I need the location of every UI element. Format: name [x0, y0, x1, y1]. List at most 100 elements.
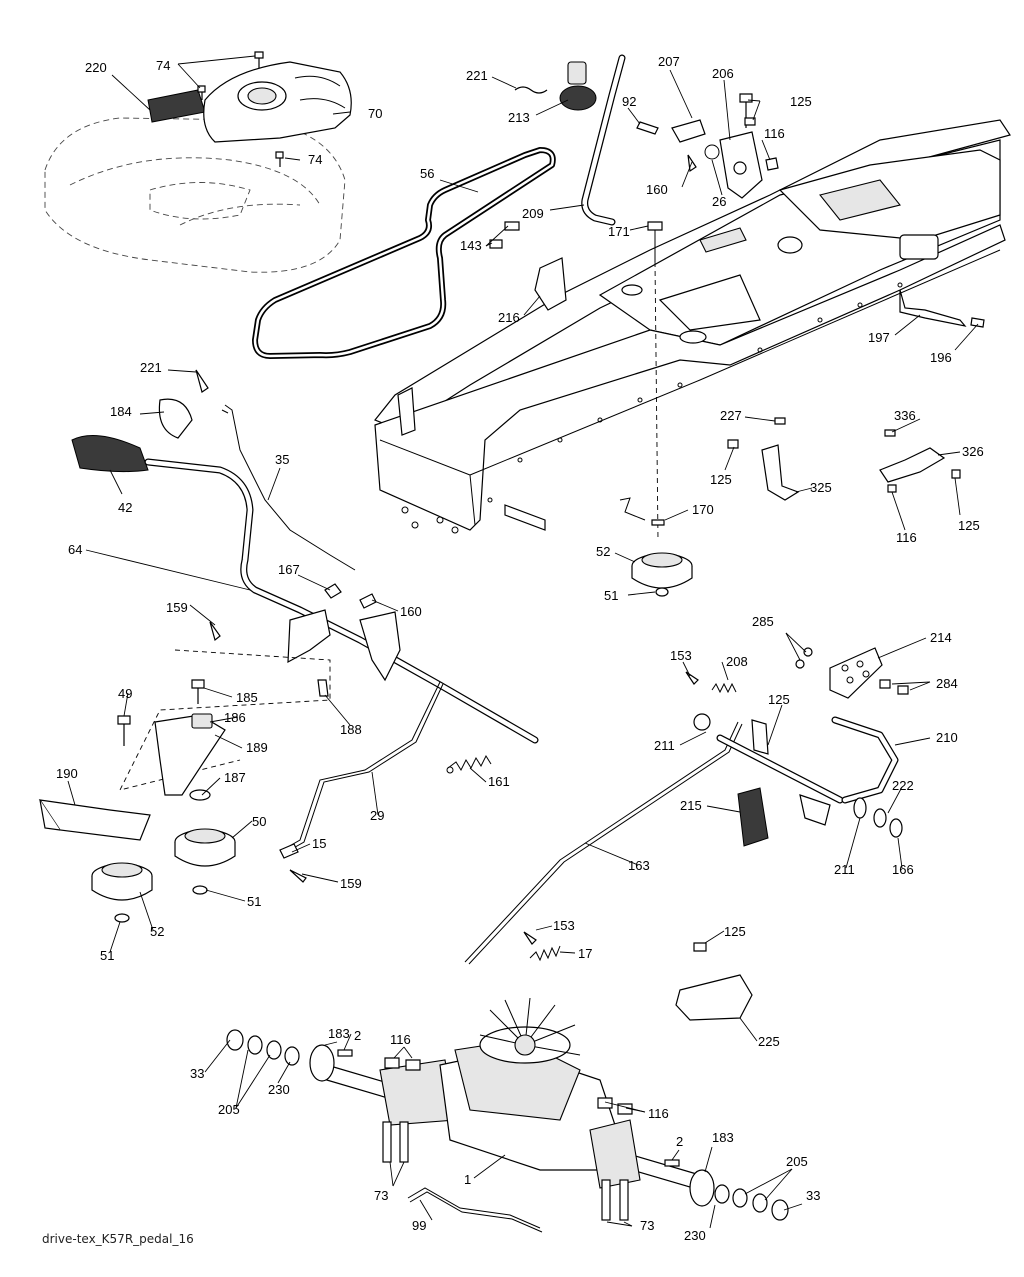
- callout-205: 205: [218, 1102, 240, 1117]
- spring-17-part: [523, 931, 561, 962]
- idler-pulley-part: [619, 497, 693, 597]
- callout-1: 1: [464, 1172, 471, 1187]
- pedal-shaft-210-part: [716, 716, 903, 838]
- callout-187: 187: [224, 770, 246, 785]
- callout-143: 143: [460, 238, 482, 253]
- callout-230: 230: [684, 1228, 706, 1243]
- link-rod-part: [279, 681, 444, 883]
- callout-33: 33: [190, 1066, 204, 1081]
- callout-214: 214: [930, 630, 952, 645]
- callout-211: 211: [654, 738, 675, 753]
- callout-52: 52: [596, 544, 610, 559]
- callout-206: 206: [712, 66, 734, 81]
- callout-125: 125: [790, 94, 812, 109]
- decal-part: [147, 89, 206, 123]
- callout-26: 26: [712, 194, 726, 209]
- callout-125: 125: [724, 924, 746, 939]
- bracket-190-part: [38, 799, 151, 841]
- callout-50: 50: [252, 814, 266, 829]
- callout-125: 125: [710, 472, 732, 487]
- callout-159: 159: [340, 876, 362, 891]
- callout-225: 225: [758, 1034, 780, 1049]
- bracket-325-part: [727, 417, 800, 501]
- pedal-214-part: [795, 647, 909, 699]
- knob-part: [514, 61, 597, 111]
- callout-33: 33: [806, 1188, 820, 1203]
- callout-2: 2: [354, 1028, 361, 1043]
- idler-bracket-part: [489, 221, 567, 311]
- idler-arm-plate-part: [117, 679, 226, 801]
- callout-170: 170: [692, 502, 714, 517]
- callout-116: 116: [764, 126, 785, 141]
- callout-35: 35: [275, 452, 289, 467]
- callout-184: 184: [110, 404, 132, 419]
- callout-160: 160: [646, 182, 668, 197]
- bracket-326-part: [879, 429, 961, 493]
- callout-167: 167: [278, 562, 300, 577]
- callout-153: 153: [553, 918, 575, 933]
- handle-grip-part: [71, 369, 209, 473]
- callout-2: 2: [676, 1134, 683, 1149]
- callout-171: 171: [608, 224, 630, 239]
- transaxle-part: [319, 997, 701, 1221]
- drive-belt-part: [252, 147, 556, 359]
- callout-221: 221: [466, 68, 488, 83]
- pulley-52-lower-part: [91, 862, 153, 923]
- callout-163: 163: [628, 858, 650, 873]
- callout-159: 159: [166, 600, 188, 615]
- callout-189: 189: [246, 740, 268, 755]
- seat-outline: [44, 117, 346, 273]
- callout-213: 213: [508, 110, 530, 125]
- lift-rod-part: [581, 54, 626, 226]
- callout-183: 183: [328, 1026, 350, 1041]
- bolt-part: [647, 221, 663, 541]
- callout-56: 56: [420, 166, 434, 181]
- callout-196: 196: [930, 350, 952, 365]
- callout-197: 197: [868, 330, 890, 345]
- callout-161: 161: [488, 774, 510, 789]
- callout-188: 188: [340, 722, 362, 737]
- callout-211: 211: [834, 862, 855, 877]
- callout-74: 74: [156, 58, 170, 73]
- callout-52: 52: [150, 924, 164, 939]
- callout-64: 64: [68, 542, 82, 557]
- callout-116: 116: [896, 530, 917, 545]
- fender-cover-part: [203, 61, 352, 143]
- callout-49: 49: [118, 686, 132, 701]
- callout-92: 92: [622, 94, 636, 109]
- callout-99: 99: [412, 1218, 426, 1233]
- callout-15: 15: [312, 836, 326, 851]
- callout-51: 51: [100, 948, 114, 963]
- callout-labels: 220 74 70 74 56 221 213 207 206 125 92 1…: [56, 54, 984, 1243]
- bypass-rod-part: [407, 1187, 543, 1233]
- callout-73: 73: [374, 1188, 388, 1203]
- callout-284: 284: [936, 676, 958, 691]
- callout-190: 190: [56, 766, 78, 781]
- callout-185: 185: [236, 690, 258, 705]
- drive-lever-rod-part: [144, 458, 539, 744]
- callout-125: 125: [958, 518, 980, 533]
- pulley-50-part: [174, 828, 236, 895]
- callout-336: 336: [894, 408, 916, 423]
- callout-222: 222: [892, 778, 914, 793]
- callout-73: 73: [640, 1218, 654, 1233]
- main-frame-part: [374, 119, 1011, 534]
- callout-205: 205: [786, 1154, 808, 1169]
- callout-230: 230: [268, 1082, 290, 1097]
- lever-arm-parts: [209, 583, 401, 697]
- callout-209: 209: [522, 206, 544, 221]
- callout-325: 325: [810, 480, 832, 495]
- callout-227: 227: [720, 408, 742, 423]
- callout-116: 116: [390, 1032, 411, 1047]
- leader-lines: [67, 55, 979, 1229]
- callout-160: 160: [400, 604, 422, 619]
- callout-70: 70: [368, 106, 382, 121]
- callout-216: 216: [498, 310, 520, 325]
- callout-51: 51: [604, 588, 618, 603]
- axle-parts-left: [226, 1029, 421, 1082]
- callout-210: 210: [936, 730, 958, 745]
- brake-bracket-part: [636, 93, 779, 199]
- callout-116: 116: [648, 1106, 669, 1121]
- callout-326: 326: [962, 444, 984, 459]
